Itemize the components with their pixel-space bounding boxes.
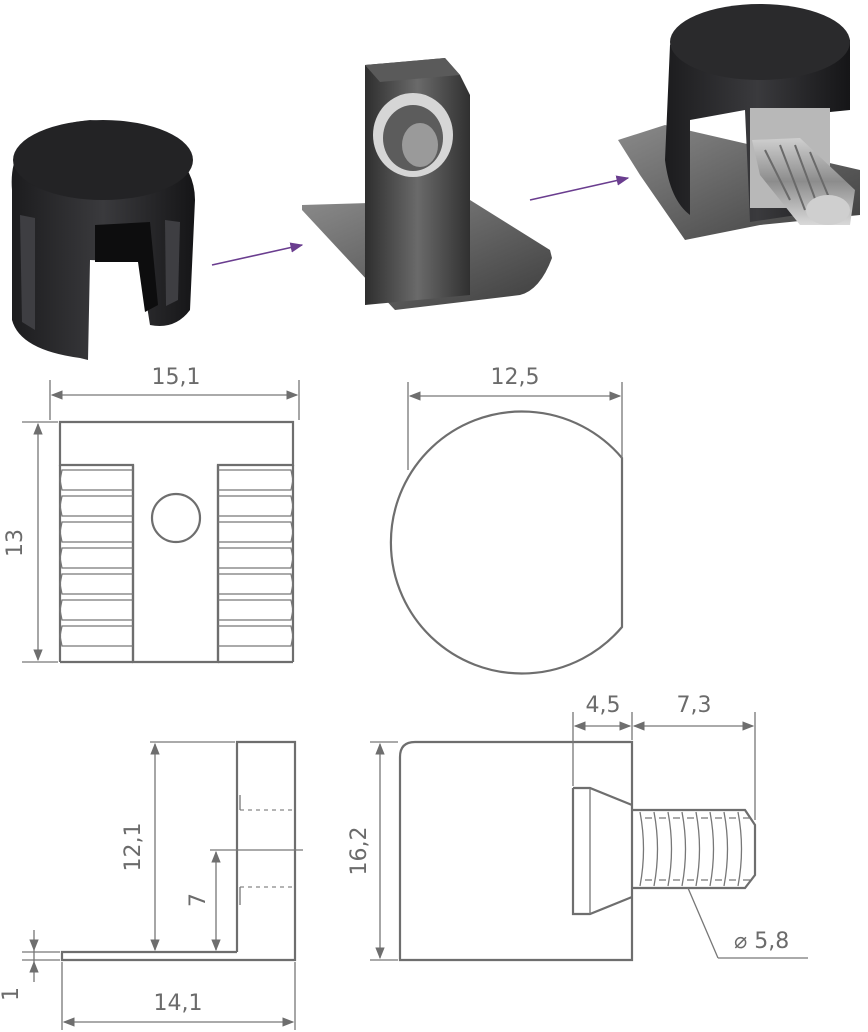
- plate-thickness-label: 1: [0, 987, 24, 1001]
- thread-line: [695, 811, 701, 887]
- fin-line: [218, 573, 294, 595]
- dimension-hole-height: 7: [186, 850, 221, 952]
- fin-line: [59, 495, 133, 517]
- fin-line: [59, 599, 133, 621]
- dimension-plate-height: 12,1: [121, 741, 235, 952]
- dimension-screw-diameter: ⌀ 5,8: [687, 887, 808, 959]
- screw-drawing: [632, 808, 757, 890]
- plate-height-label: 12,1: [121, 823, 146, 872]
- thread-crest: [715, 817, 722, 881]
- screw-length-label: 7,3: [677, 693, 712, 718]
- thread-crest: [743, 817, 750, 881]
- thread-crest: [673, 817, 680, 881]
- thread-crest: [645, 817, 652, 881]
- dimension-body-height: 16,2: [347, 741, 398, 961]
- bracket-side-view-drawing: [60, 740, 303, 962]
- thread-line: [681, 811, 687, 887]
- fin-line: [218, 599, 294, 621]
- thread-line: [737, 811, 743, 887]
- fin-line: [59, 521, 133, 543]
- thread-line: [667, 811, 673, 887]
- dimension-cap-height: 13: [3, 421, 58, 663]
- thread-crest: [729, 817, 736, 881]
- thread-line: [723, 811, 729, 887]
- fin-line: [59, 625, 133, 647]
- thread-crest: [701, 817, 708, 881]
- fin-line: [59, 547, 133, 569]
- screw-diameter-label: ⌀ 5,8: [734, 929, 789, 954]
- body-depth-label: 4,5: [586, 693, 621, 718]
- thread-crest: [659, 817, 666, 881]
- cap-height-label: 13: [3, 529, 28, 557]
- connector-side-view-drawing: [398, 740, 757, 962]
- fin-line: [218, 625, 294, 647]
- thread-line: [653, 811, 659, 887]
- fin-line: [218, 521, 294, 543]
- thread-line: [709, 811, 715, 887]
- cap-diameter-label: 12,5: [491, 365, 540, 390]
- dimension-screw-length: 7,3: [632, 693, 756, 820]
- body-height-label: 16,2: [347, 827, 372, 876]
- top-view-drawing: [389, 410, 624, 675]
- hole-height-label: 7: [186, 893, 211, 907]
- assembly-arrow-1: [211, 242, 304, 266]
- assembly-arrow-2: [529, 175, 630, 201]
- thread-crest: [687, 817, 694, 881]
- metal-bracket-image: [302, 58, 552, 310]
- dimension-cap-diameter: 12,5: [407, 365, 623, 470]
- fin-line: [218, 469, 294, 491]
- fin-line: [59, 573, 133, 595]
- cap-width-label: 15,1: [152, 365, 201, 390]
- dimension-plate-thickness: 1: [0, 930, 60, 1001]
- thread-line: [639, 811, 645, 887]
- dimension-plate-length: 14,1: [61, 962, 296, 1030]
- fin-line: [59, 469, 133, 491]
- front-view-drawing: [58, 420, 295, 664]
- fin-line: [218, 495, 294, 517]
- dimension-cap-width: 15,1: [49, 365, 300, 420]
- dimension-body-depth: 4,5: [572, 693, 633, 786]
- assembled-connector-image: [618, 4, 860, 240]
- plastic-cap-image: [11, 120, 195, 360]
- plate-length-label: 14,1: [154, 991, 203, 1016]
- fin-line: [218, 547, 294, 569]
